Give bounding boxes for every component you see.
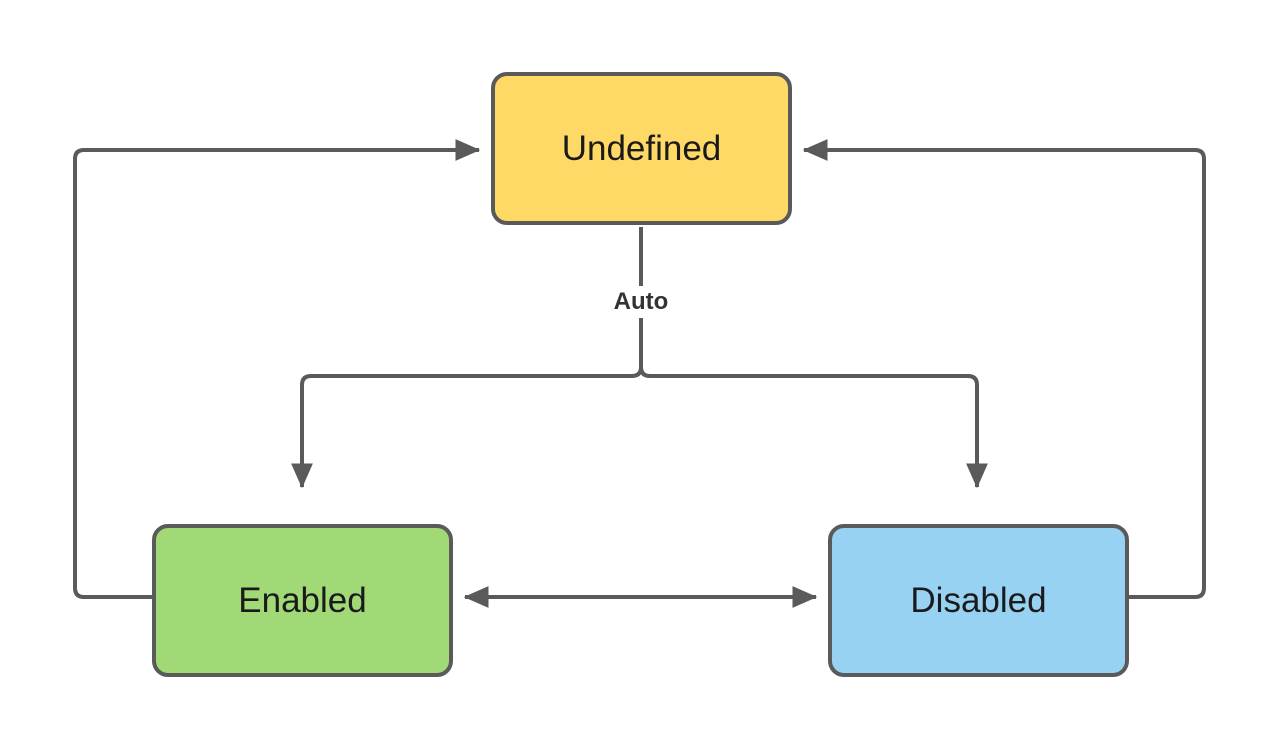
state-label-enabled: Enabled xyxy=(238,581,367,620)
edge-label-auto: Auto xyxy=(607,286,675,318)
state-node-enabled[interactable]: Enabled xyxy=(152,524,453,677)
state-label-undefined: Undefined xyxy=(561,129,722,168)
state-node-disabled[interactable]: Disabled xyxy=(828,524,1129,677)
edge-disabled-to-undefined xyxy=(802,139,1206,599)
state-node-undefined[interactable]: Undefined xyxy=(491,72,792,225)
edge-auto-split-right xyxy=(639,366,988,489)
state-label-disabled: Disabled xyxy=(910,581,1047,620)
edge-auto-split-left xyxy=(291,366,643,489)
edge-enabled-to-undefined xyxy=(73,139,481,599)
